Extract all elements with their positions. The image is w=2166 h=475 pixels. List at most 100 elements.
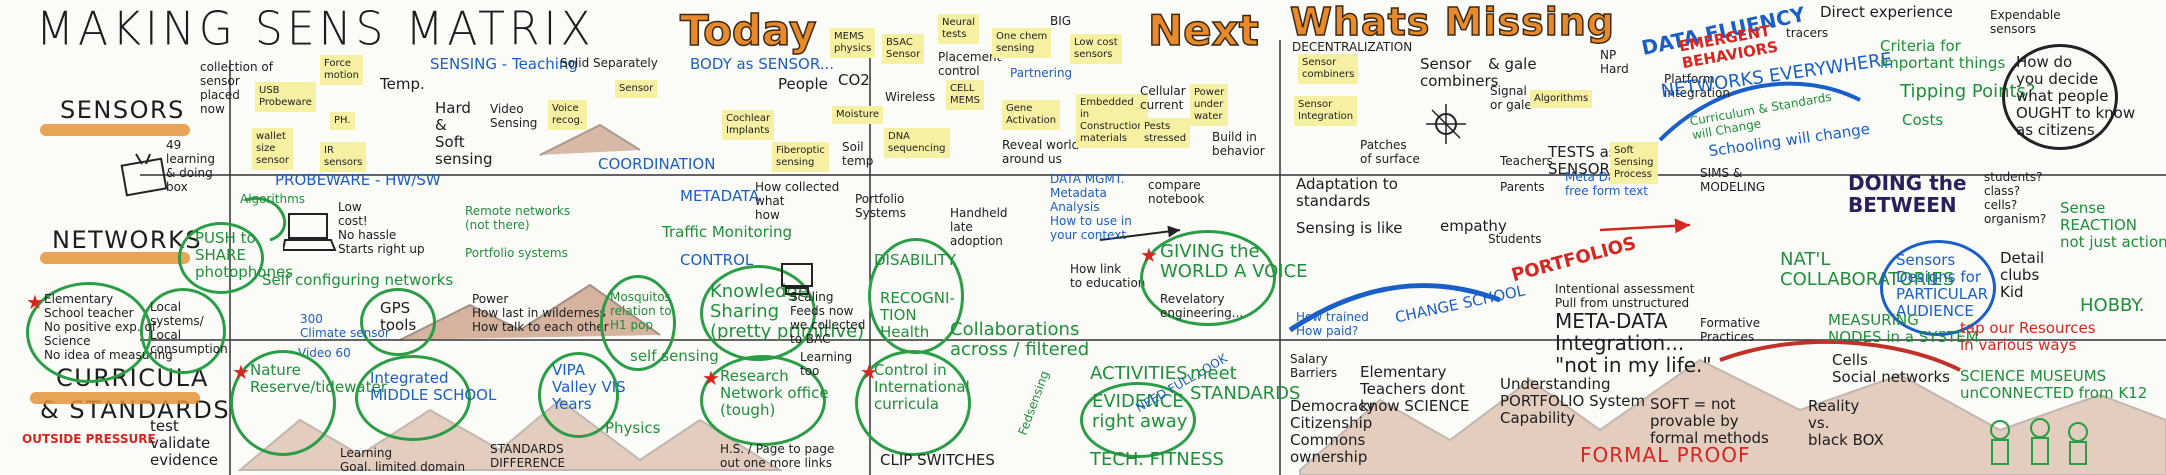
sticky-moisture: Moisture: [832, 106, 884, 124]
note-solid-separately: Solid Separately: [560, 56, 658, 70]
note-intentional: Intentional assessment Pull from unstruc…: [1555, 282, 1695, 310]
note-collection: collection of sensor placed now: [200, 60, 273, 116]
star-icon: ★: [26, 290, 44, 314]
note-direct-experience: Direct experience: [1820, 3, 1953, 21]
note-big: BIG: [1050, 14, 1072, 28]
sticky-fiberoptic: Fiberoptic sensing: [772, 142, 829, 172]
circle-sensors-designs: [1880, 240, 1996, 336]
note-climate-sensor: 300 Climate sensor: [300, 312, 390, 340]
note-students-q: students? class? cells? organism?: [1984, 170, 2047, 226]
note-temp: Temp.: [380, 75, 425, 93]
note-learning-too: Learning too: [800, 350, 853, 378]
note-control-intl: Control in International curricula: [874, 361, 970, 413]
circle-vipa: [538, 352, 619, 438]
note-detail: Detail clubs Kid: [2000, 249, 2045, 301]
note-learning-goal: Learning Goal. limited domain: [340, 446, 466, 474]
note-sense-reaction: Sense REACTION not just action: [2060, 199, 2166, 251]
note-teachers: Teachers: [1500, 154, 1553, 168]
note-algorithms: Algorithms: [240, 192, 306, 206]
networks-underline: [40, 252, 190, 264]
sticky-pests: Pests stressed: [1140, 118, 1191, 148]
note-physics: Physics: [605, 419, 661, 437]
note-people: People: [778, 75, 828, 93]
sticky-gene: Gene Activation: [1002, 100, 1061, 130]
note-activities: ACTIVITIES: [1090, 363, 1188, 384]
note-scaling: Scaling Feeds now we collected to BAC: [790, 290, 866, 346]
note-reveal-world: Reveal world around us: [1002, 138, 1080, 166]
note-clip-switches: CLIP SWITCHES: [880, 451, 995, 469]
note-disability: DISABILITY: [874, 251, 956, 269]
note-handheld: Handheld late adoption: [950, 206, 1008, 248]
circle-push-share: [178, 222, 264, 294]
next-heading: Next: [1147, 5, 1259, 56]
note-build-behavior: Build in behavior: [1212, 130, 1265, 158]
note-low-cost: Low cost! No hassle Starts right up: [338, 200, 425, 256]
note-sensing-like: Sensing is like: [1296, 219, 1403, 237]
sticky-low-cost: Low cost sensors: [1070, 34, 1122, 64]
figures-icon: [1990, 418, 2088, 465]
sticky-voice: Voice recog.: [548, 100, 588, 130]
note-np-hard: NP Hard: [1600, 48, 1629, 76]
note-tech-fitness: TECH. FITNESS: [1090, 449, 1224, 470]
sticky-cell-mems: CELL MEMS: [946, 80, 984, 110]
tv-box-icon: [120, 153, 168, 197]
circle-control-intl: [855, 350, 971, 456]
note-soft-not: SOFT = not provable by formal methods: [1650, 395, 1769, 447]
note-traffic: Traffic Monitoring: [662, 223, 793, 241]
note-probeware: PROBEWARE - HW/SW: [275, 171, 441, 189]
sticky-ir: IR sensors: [320, 142, 367, 172]
satellite-icon: [1426, 104, 1466, 144]
note-science-museums: SCIENCE MUSEUMS unCONNECTED from K12: [1960, 367, 2148, 402]
circle-research: [700, 355, 826, 446]
note-formative: Formative Practices: [1700, 316, 1761, 344]
note-data-mgmt: DATA MGMT. Metadata Analysis How to use …: [1050, 172, 1132, 242]
note-test-validate: test validate evidence: [150, 417, 219, 469]
note-formal-proof: FORMAL PROOF: [1580, 443, 1751, 467]
note-reality: Reality vs. black BOX: [1808, 397, 1884, 449]
sticky-cochlear: Cochlear Implants: [722, 110, 775, 140]
note-gale: & gale: [1488, 55, 1537, 73]
note-evidence: EVIDENCE right away: [1092, 391, 1188, 432]
star-icon: ★: [1140, 243, 1158, 267]
note-hobby: HOBBY.: [2080, 295, 2145, 316]
circle-mosquitos: [600, 275, 676, 371]
note-sensing-teaching: SENSING - Teaching: [430, 55, 578, 73]
sticky-force: Force motion: [320, 55, 364, 85]
note-research-network: Research Network office (tough): [720, 367, 829, 419]
today-heading: Today: [679, 5, 817, 56]
outside-pressure: OUTSIDE PRESSURE: [22, 432, 156, 446]
circle-local: [140, 288, 226, 374]
sticky-soft-sensing: Soft Sensing Process: [1610, 142, 1658, 184]
sticky-one-chem: One chem sensing: [992, 28, 1052, 58]
note-meta-data: META-DATA Integration... "not in my life…: [1555, 309, 1712, 377]
note-partnering: Partnering: [1010, 66, 1073, 80]
note-understanding: Understanding PORTFOLIO System Capabilit…: [1500, 375, 1646, 427]
note-mosquitos: Mosquitos relation to H1 pop: [610, 290, 672, 332]
note-collaborations: Collaborations across / filtered: [950, 319, 1090, 360]
note-video-60: Video 60: [298, 346, 351, 360]
note-nature-reserve: Nature Reserve/tidewater: [250, 361, 387, 396]
note-local-systems: Local systems/ Local consumption: [150, 300, 228, 356]
note-wireless: Wireless: [885, 90, 936, 104]
sticky-sensor-combiners-a: Sensor combiners: [1298, 54, 1359, 84]
note-remote-networks: Remote networks (not there): [465, 204, 571, 232]
sticky-algorithms: Algorithms: [1530, 90, 1593, 108]
note-metadata: METADATA: [680, 187, 760, 205]
sensors-underline: [40, 124, 190, 136]
note-self-config: Self configuring networks: [262, 271, 454, 289]
note-body-sensor: BODY as SENSOR...: [690, 55, 835, 73]
note-power: Power How last in wilderness How talk to…: [472, 292, 609, 334]
sticky-power-under: Power under water: [1190, 84, 1229, 126]
speech-bubble: [2002, 44, 2118, 150]
note-how-trained: How trained How paid?: [1296, 310, 1369, 338]
note-push-share: PUSH to SHARE photophones: [195, 229, 294, 281]
star-icon: ★: [860, 360, 878, 384]
note-learning-box: 49 learning & doing box: [166, 138, 215, 194]
star-icon: ★: [702, 366, 720, 390]
sticky-wallet: wallet size sensor: [252, 128, 294, 170]
note-signal-gale: Signal or gale: [1490, 84, 1532, 112]
circle-nature: [230, 350, 336, 456]
curricula-underline: [30, 392, 200, 404]
note-parents: Parents: [1500, 180, 1545, 194]
